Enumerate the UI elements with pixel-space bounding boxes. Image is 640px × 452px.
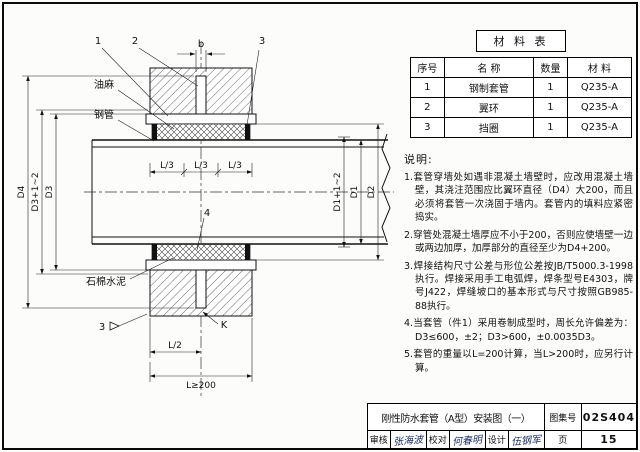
packing-seal-lower <box>151 243 251 261</box>
callout-1: 1 <box>95 36 169 117</box>
dimension-d3: D3 <box>45 113 146 271</box>
dimension-d3-plus: D3+1~2 <box>31 109 148 275</box>
steel-pipe <box>91 139 388 245</box>
cell-name: 挡圈 <box>443 117 535 138</box>
dim-l3-label-1: L/3 <box>160 161 174 171</box>
title-block: 刚性防水套管（A型）安装图（一） 图集号 02S404 审核 张海波 校对 何春… <box>366 403 638 449</box>
note-item: 3.焊接结构尺寸公差与形位公差按JB/T5000.3-1998执行。焊接采用手工… <box>404 260 633 312</box>
callout-2-label: 2 <box>132 36 138 47</box>
col-header-name: 名 称 <box>443 57 535 78</box>
col-header-qty: 数量 <box>533 57 568 78</box>
table-row: 1 钢制套管 1 Q235-A <box>410 77 633 98</box>
pipe-break-line <box>381 133 391 243</box>
page-label: 页 <box>543 430 582 449</box>
table-row: 3 挡圈 1 Q235-A <box>410 117 633 138</box>
dimension-d2: D2 <box>256 123 384 261</box>
note-item: 1.套管穿墙处如遇非混凝土墙壁时，应改用混凝土墙壁，其浇注范围应比翼环直径（D4… <box>404 171 633 224</box>
cell-mat: Q235-A <box>566 77 633 98</box>
steel-pipe-text: 钢管 <box>94 108 114 121</box>
dim-d4-label: D4 <box>17 185 27 198</box>
note-item: 4.当套管（件1）采用卷制成型时，周长允许偏差为：D3≤600，±2；D3>60… <box>404 318 633 343</box>
installation-drawing: b L/3 L/3 L/3 L/2 L≥200 D4 D3+1~2 <box>17 36 394 398</box>
cell-seq: 1 <box>410 77 445 98</box>
retaining-ring <box>152 124 250 260</box>
callout-3-bottom: 3 <box>99 313 148 333</box>
cell-seq: 2 <box>410 97 445 118</box>
cell-name: 翼环 <box>443 97 535 118</box>
notes-section: 说明: 1.套管穿墙处如遇非混凝土墙壁时，应改用混凝土墙壁，其浇注范围应比翼环直… <box>404 152 633 379</box>
cell-qty: 1 <box>533 117 568 138</box>
drawing-title: 刚性防水套管（A型）安装图（一） <box>366 403 545 431</box>
note-item: 2.穿管处混凝土墙厚应不小于200，否则应使墙壁一边或两边加厚，加厚部分的直径至… <box>404 229 633 255</box>
callout-3b-label: 3 <box>99 322 105 333</box>
cell-mat: Q235-A <box>566 117 633 138</box>
review-label: 审核 <box>366 430 391 449</box>
dim-l2-label: L/2 <box>168 341 182 351</box>
design-label: 设计 <box>484 430 509 449</box>
materials-header-row: 序号 名 称 数量 材 料 <box>410 57 633 78</box>
packing-seal-upper <box>151 123 251 141</box>
dim-d3-label: D3 <box>45 186 55 199</box>
callout-4: 4 <box>196 208 210 251</box>
dimension-d1: D1 <box>350 139 367 245</box>
callout-4-label: 4 <box>204 208 210 219</box>
label-asbestos-cement: 石棉水泥 <box>86 257 174 288</box>
review-signature-text: 张海波 <box>393 434 424 449</box>
dim-d2-label: D2 <box>367 186 377 199</box>
notes-title: 说明: <box>404 153 433 166</box>
dim-d1-label: D1 <box>350 186 360 199</box>
callout-3: 3 <box>246 36 265 126</box>
cell-name: 钢制套管 <box>443 77 535 98</box>
dim-b-label: b <box>198 39 204 50</box>
oakum-text: 油麻 <box>94 78 114 91</box>
dim-l3-label-2: L/3 <box>194 161 208 171</box>
dim-d3p-label: D3+1~2 <box>31 172 41 211</box>
col-header-seq: 序号 <box>410 57 445 78</box>
callout-2: 2 <box>132 36 199 87</box>
table-row: 2 翼环 1 Q235-A <box>410 97 633 118</box>
dim-d1p-label: D1+1~2 <box>333 172 343 211</box>
dim-l3-label-3: L/3 <box>228 161 242 171</box>
asbestos-cement-text: 石棉水泥 <box>86 275 126 288</box>
dimension-d4: D4 <box>17 75 194 309</box>
dimension-l3: L/3 L/3 L/3 <box>149 161 253 177</box>
dim-lmin-label: L≥200 <box>186 381 216 391</box>
cell-qty: 1 <box>533 77 568 98</box>
dimension-b: b <box>177 39 225 72</box>
cell-mat: Q235-A <box>566 97 633 118</box>
atlas-number-value: 02S404 <box>580 403 638 431</box>
wing-ring <box>195 75 207 309</box>
dimension-l-min: L≥200 <box>149 318 253 391</box>
atlas-number-label: 图集号 <box>543 403 582 431</box>
dimension-l2: L/2 <box>149 318 202 358</box>
view-k-label: K <box>221 320 228 331</box>
page-number: 15 <box>580 430 638 449</box>
materials-panel: 材 料 表 序号 名 称 数量 材 料 1 钢制套管 1 Q235-A 2 翼环… <box>410 30 633 138</box>
design-signature: 伍钢军 <box>507 430 545 449</box>
cell-qty: 1 <box>533 97 568 118</box>
callout-1-label: 1 <box>95 36 101 47</box>
callout-3-label: 3 <box>259 36 265 47</box>
dimension-d1-plus: D1+1~2 <box>333 136 350 248</box>
design-signature-text: 伍钢军 <box>511 434 542 449</box>
proofread-signature: 何春明 <box>448 430 486 449</box>
cell-seq: 3 <box>410 117 445 138</box>
label-oakum: 油麻 <box>94 78 175 130</box>
proofread-label: 校对 <box>425 430 450 449</box>
materials-table-title: 材 料 表 <box>476 30 566 52</box>
materials-table: 序号 名 称 数量 材 料 1 钢制套管 1 Q235-A 2 翼环 1 Q23… <box>410 57 633 138</box>
proofread-signature-text: 何春明 <box>452 434 483 449</box>
col-header-mat: 材 料 <box>566 57 633 78</box>
review-signature: 张海波 <box>389 430 427 449</box>
note-item: 5.套管的重量以L=200计算，当L>200时，应另行计算。 <box>404 349 633 374</box>
label-steel-pipe: 钢管 <box>94 108 155 142</box>
view-arrow-k: K <box>202 311 228 331</box>
